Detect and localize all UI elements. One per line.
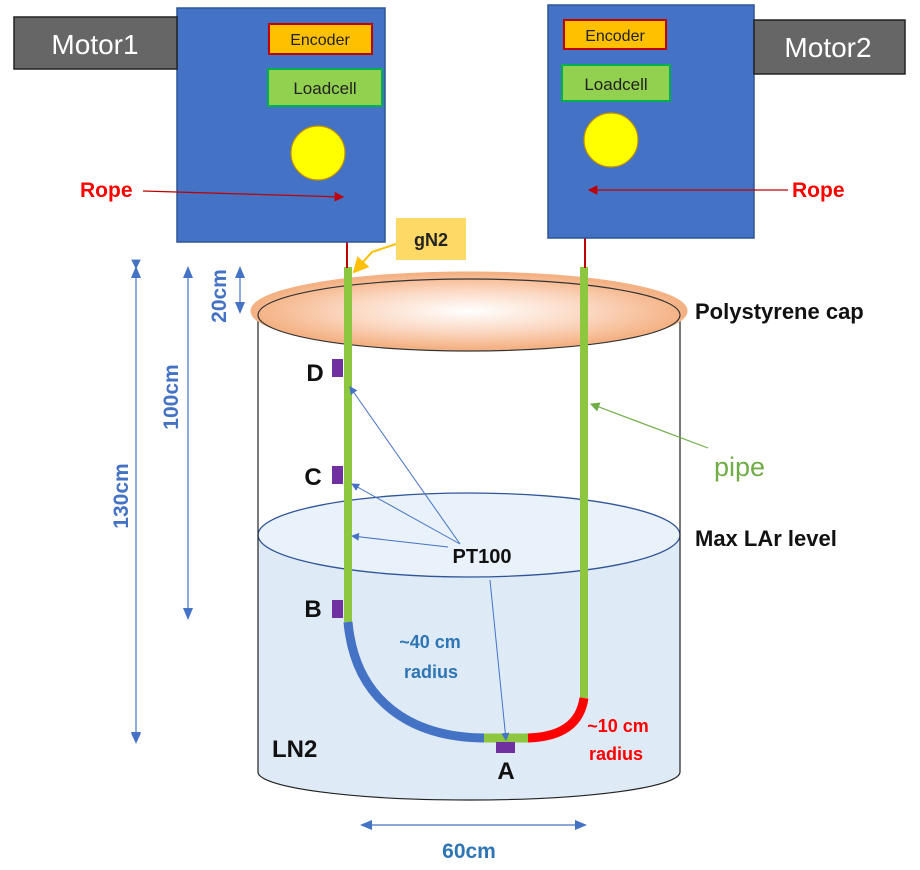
pipe-label-arrow [589, 402, 709, 449]
gas-arrow [352, 243, 397, 274]
pipe-bend-small [527, 697, 589, 743]
sensor-d [332, 359, 343, 377]
motor2-loadcell [561, 64, 671, 102]
motor1-label-box [13, 16, 178, 70]
dim-liquid-depth: 100cm [160, 364, 183, 429]
point-b-label: B [304, 596, 321, 623]
bend-small-line2: radius [589, 744, 643, 764]
motor2-label: Motor2 [784, 32, 871, 63]
pipe [343, 267, 589, 743]
bend-large-line1: ~40 cm [399, 632, 461, 652]
rope-left-label: Rope [80, 179, 133, 202]
bend-large-line2: radius [404, 662, 458, 682]
sensor-arrows [349, 386, 510, 741]
point-d-label: D [306, 360, 323, 387]
motor1-unit: Motor1 Encoder Loadcell [13, 7, 386, 243]
motor1-loadcell [267, 68, 383, 107]
point-c-label: C [304, 464, 321, 491]
dim-cap: 20cm [208, 269, 231, 323]
sensor-b [332, 600, 343, 618]
motor1-pulley [290, 125, 346, 181]
motor1-encoder-label: Encoder [290, 32, 350, 49]
motor1-encoder [268, 23, 373, 55]
liquid-body [258, 535, 680, 800]
motor2-encoder-label: Encoder [585, 28, 645, 45]
rope-left-arrow [142, 190, 345, 202]
sensor-label: PT100 [453, 546, 512, 568]
motor1-label: Motor1 [51, 29, 138, 60]
max-level-label: Max LAr level [695, 526, 837, 551]
sensor-a [496, 742, 515, 753]
motor2-pulley [583, 112, 639, 168]
dim-width: 60cm [442, 840, 496, 863]
motor1-loadcell-label: Loadcell [293, 79, 356, 98]
dimension-lines [131, 259, 587, 830]
cap-rim [257, 278, 681, 352]
pipe-bend-large [343, 621, 487, 743]
cap-label: Polystyrene cap [695, 299, 864, 324]
point-a-label: A [497, 758, 514, 785]
gas-box [396, 218, 466, 260]
motor2-loadcell-label: Loadcell [584, 75, 647, 94]
sensor-c [332, 466, 343, 484]
gas-inlet: gN2 [352, 218, 466, 274]
dewar-bottom [257, 771, 681, 801]
motor2-label-box [753, 19, 906, 75]
rope-right-label: Rope [792, 179, 845, 202]
gas-label: gN2 [414, 230, 448, 250]
bend-small-line1: ~10 cm [587, 716, 649, 736]
bath-label: LN2 [272, 736, 317, 763]
dewar [250, 271, 688, 801]
sensors [332, 359, 515, 753]
motor2-encoder [563, 19, 667, 50]
dim-total-height: 130cm [110, 463, 133, 528]
polystyrene-cap [250, 271, 688, 351]
pipe-label: pipe [714, 452, 765, 482]
motor2-unit: Motor2 Encoder Loadcell [547, 4, 906, 239]
